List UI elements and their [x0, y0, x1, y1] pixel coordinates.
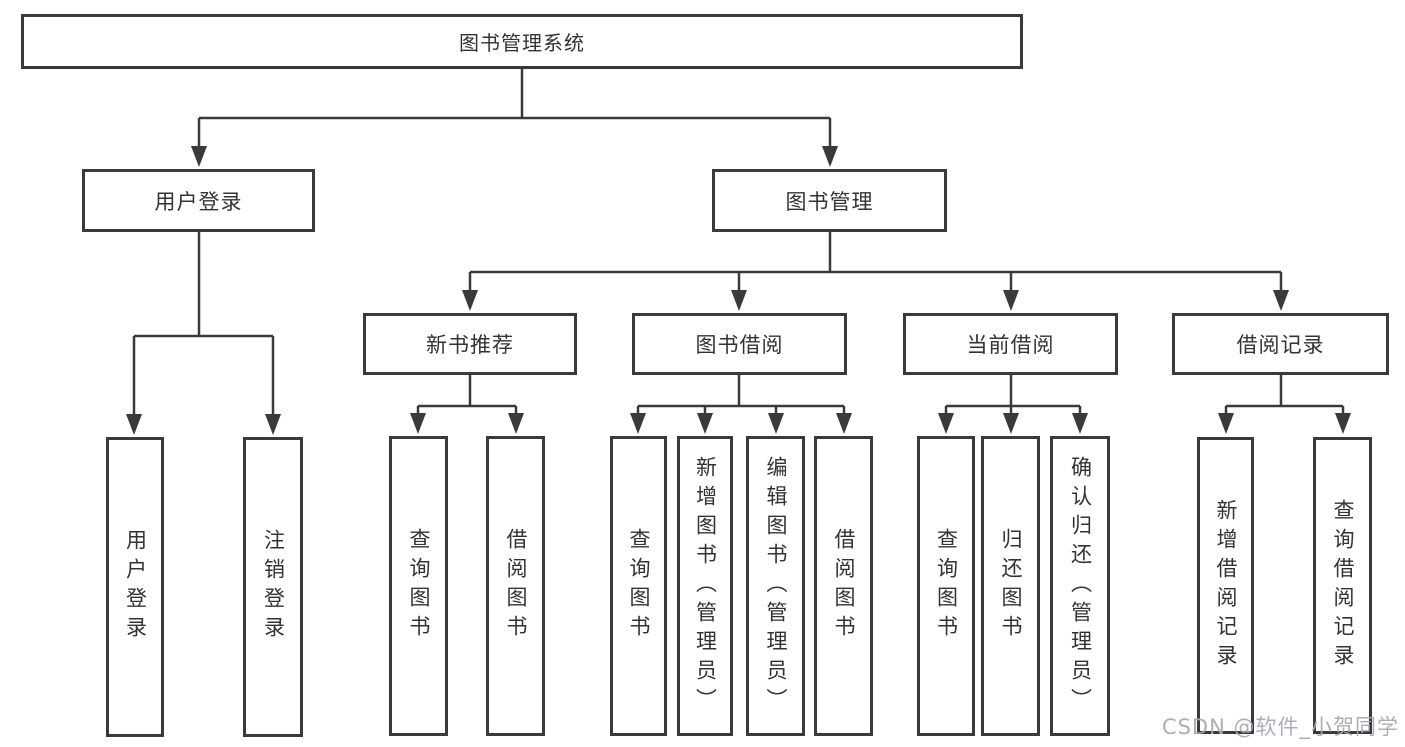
node-user-login: 用户登录: [82, 169, 315, 232]
leaf-search-books-2: 查询图书: [610, 436, 667, 736]
leaf-search-books-3: 查询图书: [917, 436, 975, 736]
node-library-management-system: 图书管理系统: [21, 14, 1023, 69]
node-book-borrowing: 图书借阅: [632, 313, 847, 375]
leaf-logout-login: 注销登录: [243, 437, 303, 737]
node-new-book-recommendation: 新书推荐: [363, 313, 577, 375]
leaf-search-borrow-record: 查询借阅记录: [1313, 437, 1372, 734]
leaf-add-books-admin: 新增图书（管理员）: [677, 436, 733, 736]
leaf-search-books: 查询图书: [389, 436, 448, 736]
leaf-add-borrow-record: 新增借阅记录: [1197, 437, 1254, 734]
leaf-confirm-return-admin: 确认归还（管理员）: [1050, 436, 1110, 736]
node-borrowing-records: 借阅记录: [1172, 313, 1389, 375]
leaf-borrow-books: 借阅图书: [486, 436, 545, 736]
leaf-edit-books-admin: 编辑图书（管理员）: [746, 436, 805, 736]
node-current-borrowing: 当前借阅: [903, 313, 1118, 375]
watermark: CSDN @软件_小贺同学: [1161, 715, 1399, 739]
leaf-borrow-books-2: 借阅图书: [814, 436, 873, 736]
node-book-management: 图书管理: [712, 169, 947, 232]
leaf-return-books: 归还图书: [981, 436, 1040, 736]
leaf-user-login: 用户登录: [106, 437, 164, 737]
